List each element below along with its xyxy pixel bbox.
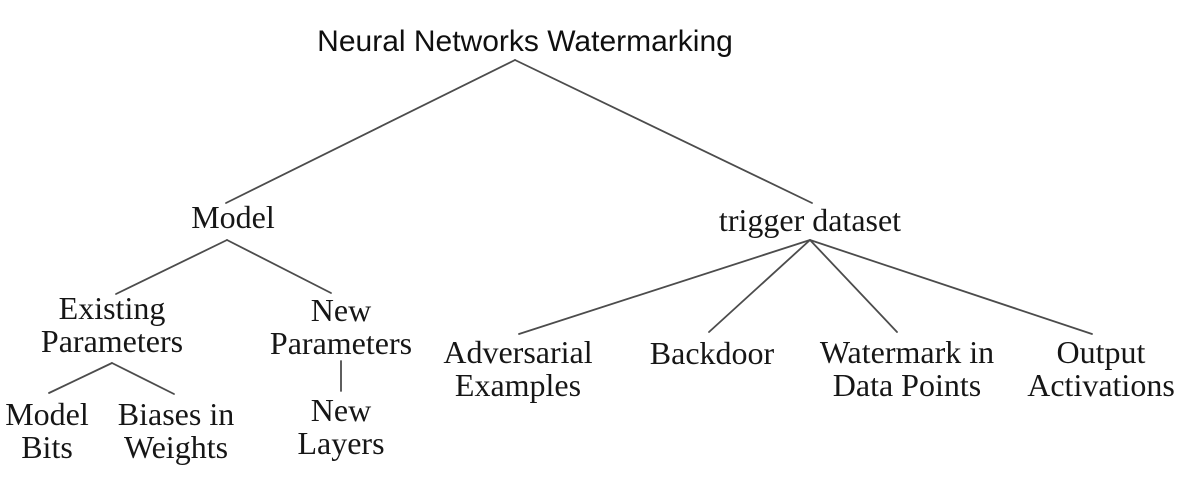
node-backdoor: Backdoor [649, 335, 775, 371]
edge-model-new-params [226, 239, 332, 294]
node-trigger-dataset: trigger dataset [718, 202, 902, 238]
node-new-parameters: New Parameters [269, 292, 413, 361]
edge-trigger-backdoor [708, 239, 811, 333]
edge-existing-model-bits [48, 362, 113, 394]
edge-trigger-adversarial [518, 239, 811, 335]
node-adversarial-examples: Adversarial Examples [443, 334, 593, 403]
node-output-activations: Output Activations [1027, 334, 1175, 403]
node-root-neural-networks-watermarking: Neural Networks Watermarking [317, 25, 733, 58]
edge-trigger-output [809, 239, 1093, 335]
node-new-layers: New Layers [297, 392, 385, 461]
edge-root-model [225, 59, 516, 204]
edge-model-existing-params [115, 239, 228, 295]
node-biases-in-weights: Biases in Weights [117, 396, 235, 465]
node-watermark-in-data-points: Watermark in Data Points [819, 334, 995, 403]
node-model-bits: Model Bits [5, 396, 89, 465]
node-existing-parameters: Existing Parameters [40, 290, 184, 359]
node-model: Model [191, 199, 275, 235]
edge-existing-biases [111, 362, 175, 395]
edge-trigger-watermark [809, 239, 898, 333]
edge-root-trigger-dataset [514, 59, 813, 204]
